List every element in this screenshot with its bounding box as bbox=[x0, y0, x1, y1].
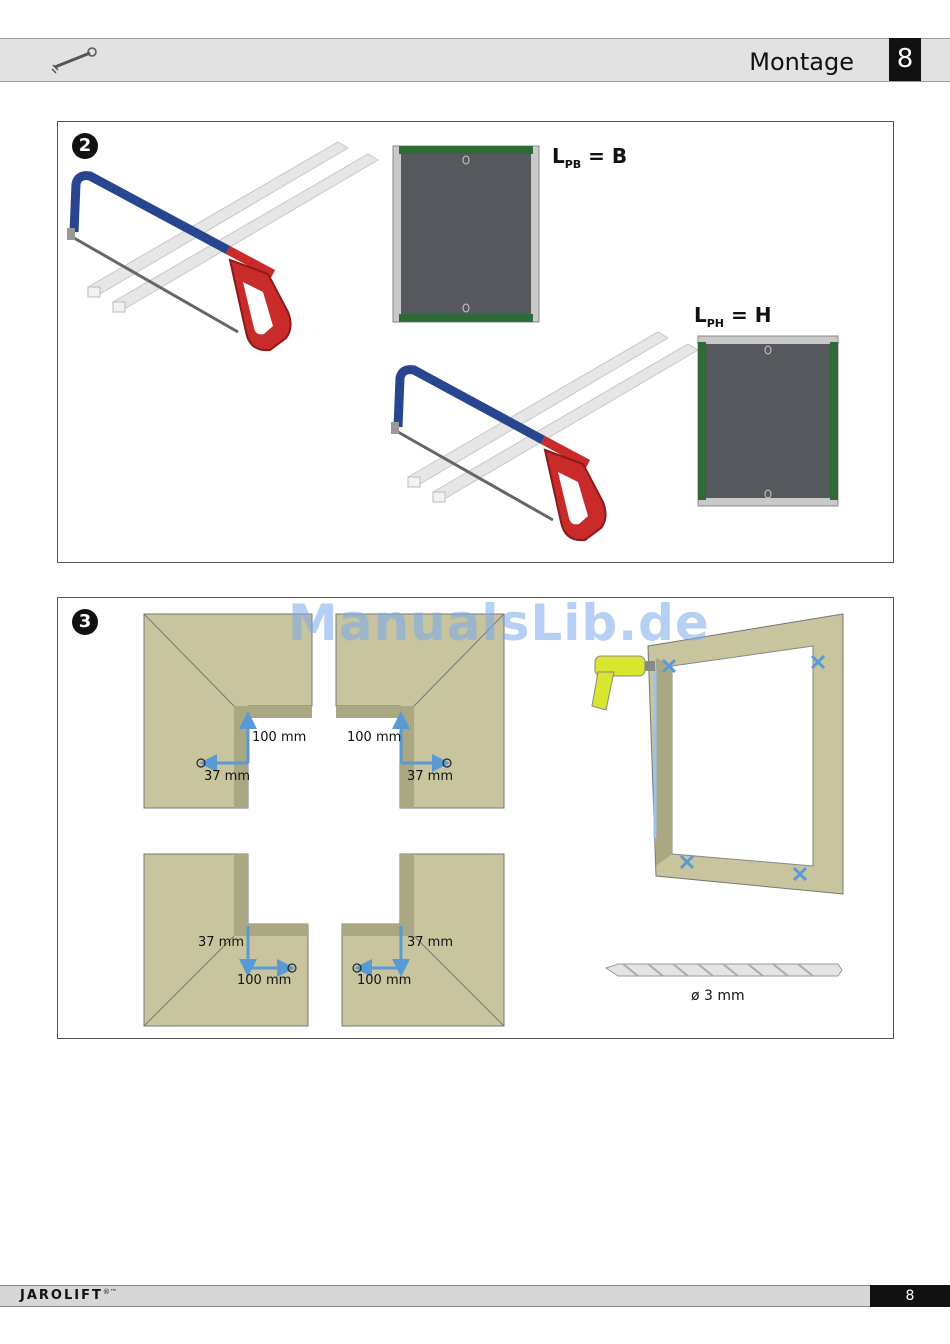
page-header: Montage 8 bbox=[0, 38, 950, 82]
step-2-panel: 2 bbox=[57, 121, 894, 563]
screen-frame-width bbox=[393, 146, 539, 322]
dim-tr-horizontal: 37 mm bbox=[407, 769, 453, 784]
step-3-illustration bbox=[58, 598, 893, 1038]
formula-width: LPB = B bbox=[552, 144, 627, 171]
screen-frame-height bbox=[698, 336, 838, 506]
step-2-illustration bbox=[58, 122, 893, 562]
dim-tr-vertical: 100 mm bbox=[347, 730, 401, 745]
watermark: ManualsLib.de bbox=[288, 594, 710, 652]
dim-br-horizontal: 100 mm bbox=[357, 973, 411, 988]
window-frame-3d bbox=[648, 614, 843, 894]
power-drill-icon bbox=[592, 656, 655, 710]
chapter-number: 8 bbox=[889, 38, 921, 81]
dim-br-vertical: 37 mm bbox=[407, 935, 453, 950]
footer-page-number: 8 bbox=[870, 1285, 950, 1307]
footer-bar bbox=[0, 1285, 950, 1307]
dim-tl-vertical: 100 mm bbox=[252, 730, 306, 745]
dim-tl-horizontal: 37 mm bbox=[204, 769, 250, 784]
formula-height: LPH = H bbox=[694, 303, 771, 330]
drill-bit-icon bbox=[606, 964, 842, 976]
page-title: Montage bbox=[749, 48, 854, 76]
dim-bl-vertical: 37 mm bbox=[198, 935, 244, 950]
footer-brand: JAROLIFT®™ bbox=[20, 1288, 117, 1303]
wrench-icon bbox=[50, 45, 100, 75]
step-3-panel: 3 bbox=[57, 597, 894, 1039]
drill-size-label: ø 3 mm bbox=[691, 988, 745, 1004]
profile-bars-1 bbox=[88, 142, 378, 312]
dim-bl-horizontal: 100 mm bbox=[237, 973, 291, 988]
